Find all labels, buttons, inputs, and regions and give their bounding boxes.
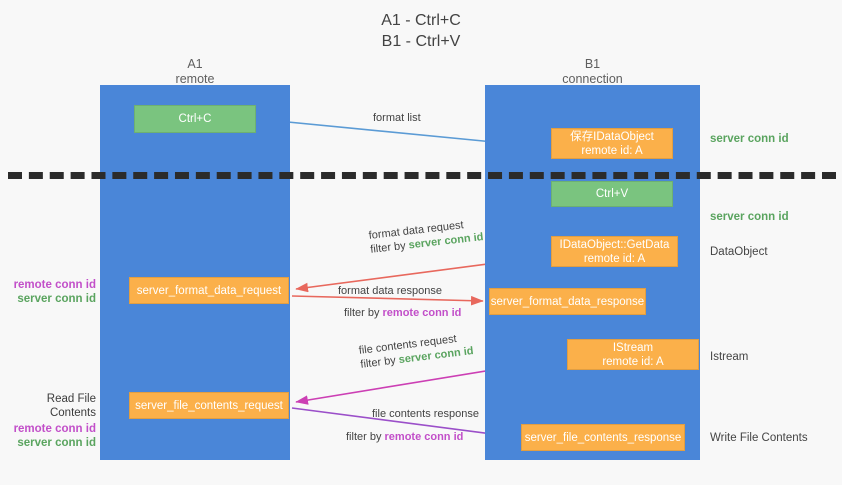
node-server-format-data-response-label: server_format_data_response: [490, 295, 645, 308]
node-server-file-contents-response[interactable]: server_file_contents_response: [521, 424, 685, 451]
annotation-remote-conn-id-2: remote conn id: [13, 423, 96, 435]
swimlane-b1-subtitle: connection: [562, 72, 623, 86]
annotation-dataobject: DataObject: [710, 246, 768, 258]
node-istream-remote-id: remote id: A: [602, 355, 664, 368]
annotation-write-file-contents: Write File Contents: [710, 432, 808, 444]
edge-label-format-list: format list: [373, 111, 421, 125]
arrow-file-contents-response: [291, 407, 516, 441]
annotation-read-file-contents-group: Read File Contents remote conn id server…: [6, 392, 96, 450]
node-ctrl-v[interactable]: Ctrl+V: [551, 181, 673, 207]
annotation-read-file-contents: Read File Contents: [46, 393, 96, 419]
annotation-server-conn-id-3: server conn id: [17, 293, 96, 305]
annotation-conn-ids-1: remote conn id server conn id: [6, 278, 96, 306]
annotation-server-conn-id-1: server conn id: [710, 133, 789, 145]
edge-label-format-data-response-filter-key: remote conn id: [382, 307, 462, 319]
node-idataobject-label: 保存IDataObject: [570, 130, 654, 143]
swimlane-b1-title: B1: [584, 57, 601, 71]
node-istream[interactable]: IStream remote id: A: [567, 339, 699, 370]
phase-divider: [8, 172, 836, 179]
swimlane-b1-header: B1 connection: [485, 57, 700, 87]
node-idataobject-remote-id: remote id: A: [581, 144, 643, 157]
node-server-file-contents-request-label: server_file_contents_request: [135, 399, 283, 412]
node-server-format-data-request-label: server_format_data_request: [136, 284, 282, 297]
node-getdata-label: IDataObject::GetData: [559, 238, 670, 251]
swimlane-a1-header: A1 remote: [100, 57, 290, 87]
node-server-file-contents-request[interactable]: server_file_contents_request: [129, 392, 289, 419]
node-idataobject-getdata[interactable]: IDataObject::GetData remote id: A: [551, 236, 678, 267]
edge-label-format-data-response: format data response filter by remote co…: [338, 284, 461, 320]
arrow-format-data-response: [291, 295, 484, 306]
annotation-server-conn-id-2: server conn id: [710, 211, 789, 223]
node-ctrl-v-label: Ctrl+V: [595, 188, 629, 200]
title-line-1: A1 - Ctrl+C: [381, 12, 461, 29]
edge-label-format-data-response-text: format data response: [338, 285, 442, 297]
edge-label-file-contents-response-filter-prefix: filter by: [346, 431, 385, 443]
node-server-format-data-request[interactable]: server_format_data_request: [129, 277, 289, 304]
node-ctrl-c-label: Ctrl+C: [178, 113, 212, 125]
swimlane-a1-subtitle: remote: [175, 72, 215, 86]
node-server-file-contents-response-label: server_file_contents_response: [524, 431, 682, 444]
node-idataobject[interactable]: 保存IDataObject remote id: A: [551, 128, 673, 159]
node-server-format-data-response[interactable]: server_format_data_response: [489, 288, 646, 315]
page-title: A1 - Ctrl+C B1 - Ctrl+V: [0, 10, 842, 52]
node-istream-label: IStream: [612, 341, 654, 354]
annotation-server-conn-id-4: server conn id: [17, 437, 96, 449]
node-getdata-remote-id: remote id: A: [583, 252, 646, 265]
node-ctrl-c[interactable]: Ctrl+C: [134, 105, 256, 133]
edge-label-format-list-text: format list: [373, 112, 421, 124]
annotation-remote-conn-id-1: remote conn id: [13, 279, 96, 291]
edge-label-format-data-response-filter-prefix: filter by: [344, 307, 383, 319]
edge-label-file-contents-response-filter-key: remote conn id: [384, 431, 464, 443]
edge-label-file-contents-response: file contents response filter by remote …: [346, 407, 480, 444]
annotation-istream: Istream: [710, 351, 749, 363]
edge-label-file-contents-response-text: file contents response: [372, 408, 480, 420]
swimlane-a1-title: A1: [187, 57, 203, 71]
title-line-2: B1 - Ctrl+V: [381, 33, 461, 50]
